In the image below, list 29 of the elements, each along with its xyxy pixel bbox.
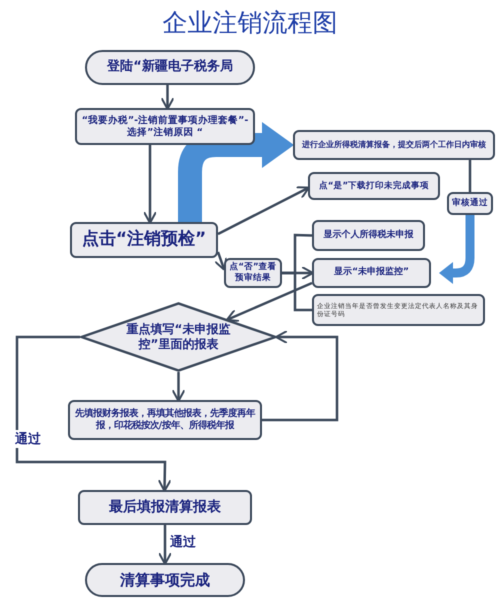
- arrow: [214, 252, 228, 271]
- process-box: 点“是”下载打印未完成事项: [308, 172, 440, 200]
- decision-diamond: 重点填写“未申报监控”里面的报表: [80, 302, 277, 372]
- process-box: 显示个人所得税未申报: [312, 220, 425, 251]
- edge-label: 通过: [169, 533, 197, 551]
- process-box: 点击“注销预检”: [70, 222, 218, 258]
- connector-line: [468, 160, 472, 192]
- process-box: 审核通过: [447, 192, 493, 215]
- process-box: 先填报财务报表，再填其他报表，先季度再年报，印花税按次/按年、所得税年报: [68, 400, 262, 440]
- arrow: [16, 336, 172, 492]
- arrow: [217, 186, 310, 236]
- block-arrow: [439, 215, 474, 284]
- edge-label: 通过: [14, 430, 42, 448]
- process-box: “我要办税”-注销前置事项办理套餐”-选择”注销原因 “: [75, 108, 255, 145]
- process-box: 进行企业所得税清算报备，提交后两个工作日内审核: [293, 130, 495, 160]
- process-box: 显示“未申报监控”: [312, 258, 431, 288]
- arrow: [158, 525, 172, 565]
- arrow: [143, 145, 157, 224]
- process-box: 最后填报清算报表: [78, 490, 252, 525]
- process-box: 点“否”查看预审结果: [224, 258, 282, 288]
- title: 企业注销流程图: [162, 7, 338, 39]
- arrow: [262, 330, 338, 422]
- end-box: 清算事项完成: [85, 563, 245, 597]
- connector-line: [282, 272, 312, 312]
- arrow: [160, 85, 174, 110]
- start-box: 登陆“新疆电子税务局: [85, 50, 255, 85]
- arrow: [172, 372, 186, 402]
- arrow: [226, 282, 312, 322]
- block-arrow: [178, 122, 294, 222]
